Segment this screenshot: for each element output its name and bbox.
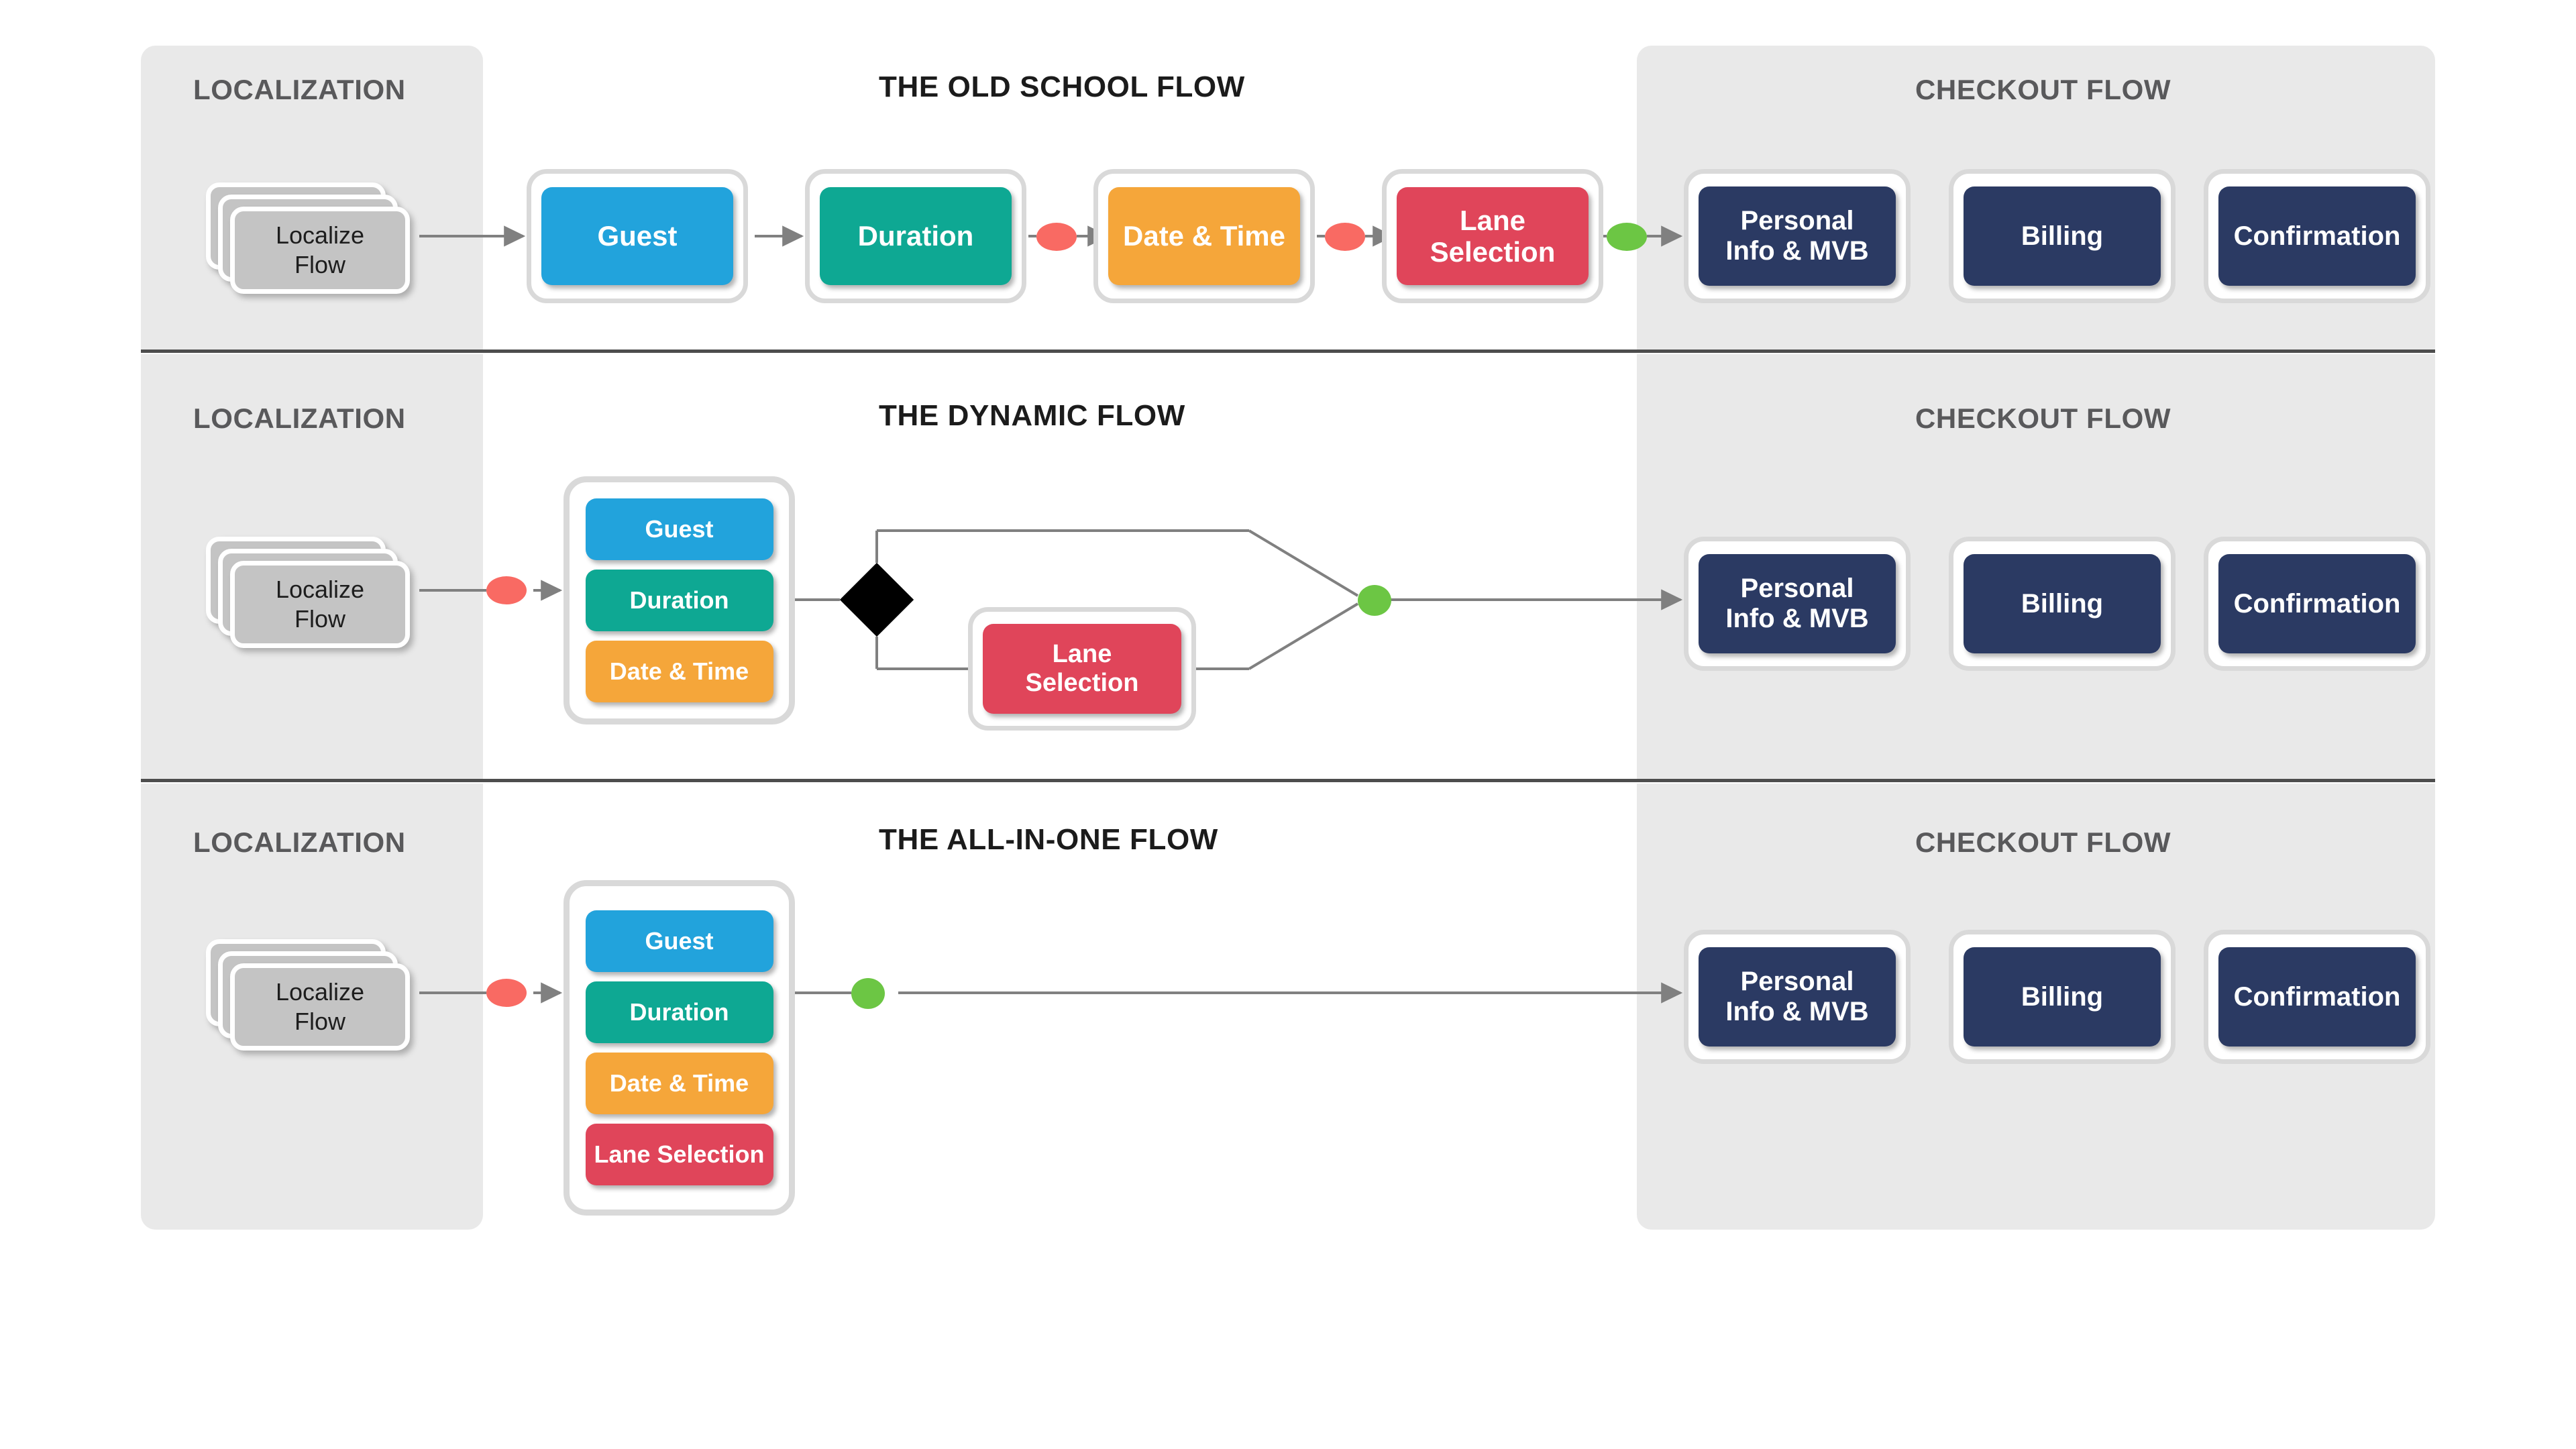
checkout-step-billing-row1[interactable]: Billing	[1964, 186, 2161, 286]
checkout-step-personal-row2[interactable]: Personal Info & MVB	[1699, 554, 1896, 653]
localization-heading-row1: LOCALIZATION	[193, 74, 406, 105]
checkout-frame-billing-row1[interactable]: Billing	[1949, 169, 2176, 303]
checkout-step-confirmation-row2[interactable]: Confirmation	[2218, 554, 2416, 653]
checkout-frame-confirmation-row1[interactable]: Confirmation	[2204, 169, 2430, 303]
checkout-frame-billing-row3[interactable]: Billing	[1949, 930, 2176, 1064]
connector-dot-red-1-row1	[1036, 223, 1077, 251]
connector-dot-red-2-row1	[1325, 223, 1365, 251]
step-datetime-row3[interactable]: Date & Time	[585, 1053, 773, 1114]
localization-heading-row2: LOCALIZATION	[193, 402, 406, 434]
connector-dot-red-row3	[486, 979, 527, 1007]
connector-dot-green-row3	[851, 978, 885, 1009]
step-group-row2[interactable]: Guest Duration Date & Time	[564, 476, 795, 724]
lane-line1-row2: Lane	[1052, 640, 1112, 669]
checkout-frame-confirmation-row3[interactable]: Confirmation	[2204, 930, 2430, 1064]
decision-diamond-row2[interactable]	[839, 562, 914, 637]
connector-dot-green-row2	[1358, 585, 1391, 616]
flow-title-row2: THE DYNAMIC FLOW	[879, 399, 1185, 432]
link-upper-merge-r2	[1248, 529, 1359, 597]
step-frame-datetime-row1[interactable]: Date & Time	[1093, 169, 1315, 303]
personal-line1: Personal	[1740, 967, 1854, 997]
checkout-step-billing-row3[interactable]: Billing	[1964, 947, 2161, 1046]
step-duration-row1[interactable]: Duration	[820, 187, 1012, 285]
link-lower-merge-r2	[1248, 602, 1359, 670]
flow-title-row3: THE ALL-IN-ONE FLOW	[879, 823, 1218, 856]
lane-line2-row2: Selection	[1025, 669, 1139, 697]
step-frame-duration-row1[interactable]: Duration	[805, 169, 1026, 303]
checkout-step-confirmation-row1[interactable]: Confirmation	[2218, 186, 2416, 286]
connector-dot-green-row1	[1607, 223, 1647, 251]
checkout-frame-personal-row3[interactable]: Personal Info & MVB	[1684, 930, 1911, 1064]
step-frame-guest-row1[interactable]: Guest	[527, 169, 748, 303]
personal-line2: Info & MVB	[1725, 236, 1869, 266]
step-guest-row1[interactable]: Guest	[541, 187, 733, 285]
row-divider-1	[141, 350, 2435, 353]
checkout-step-confirmation-row3[interactable]: Confirmation	[2218, 947, 2416, 1046]
personal-line2: Info & MVB	[1725, 997, 1869, 1026]
step-lane-row3[interactable]: Lane Selection	[585, 1124, 773, 1185]
personal-line1: Personal	[1740, 206, 1854, 236]
step-datetime-row2[interactable]: Date & Time	[585, 641, 773, 702]
localization-heading-row3: LOCALIZATION	[193, 826, 406, 858]
connector-dot-red-row2	[486, 576, 527, 604]
personal-line1: Personal	[1740, 574, 1854, 604]
checkout-frame-confirmation-row2[interactable]: Confirmation	[2204, 537, 2430, 671]
step-guest-row3[interactable]: Guest	[585, 910, 773, 972]
step-guest-row2[interactable]: Guest	[585, 498, 773, 560]
step-group-row3[interactable]: Guest Duration Date & Time Lane Selectio…	[564, 880, 795, 1216]
step-datetime-row1[interactable]: Date & Time	[1108, 187, 1300, 285]
step-lane-row2[interactable]: Lane Selection	[983, 624, 1181, 714]
checkout-frame-personal-row2[interactable]: Personal Info & MVB	[1684, 537, 1911, 671]
step-frame-lane-row2[interactable]: Lane Selection	[968, 607, 1196, 731]
checkout-frame-billing-row2[interactable]: Billing	[1949, 537, 2176, 671]
checkout-step-billing-row2[interactable]: Billing	[1964, 554, 2161, 653]
checkout-step-personal-row1[interactable]: Personal Info & MVB	[1699, 186, 1896, 286]
row-divider-2	[141, 779, 2435, 782]
personal-line2: Info & MVB	[1725, 604, 1869, 633]
flow-title-row1: THE OLD SCHOOL FLOW	[879, 70, 1245, 103]
checkout-step-personal-row3[interactable]: Personal Info & MVB	[1699, 947, 1896, 1046]
step-duration-row3[interactable]: Duration	[585, 981, 773, 1043]
checkout-heading-row2: CHECKOUT FLOW	[1915, 402, 2171, 434]
checkout-frame-personal-row1[interactable]: Personal Info & MVB	[1684, 169, 1911, 303]
step-duration-row2[interactable]: Duration	[585, 570, 773, 631]
checkout-heading-row3: CHECKOUT FLOW	[1915, 826, 2171, 858]
checkout-heading-row1: CHECKOUT FLOW	[1915, 74, 2171, 105]
